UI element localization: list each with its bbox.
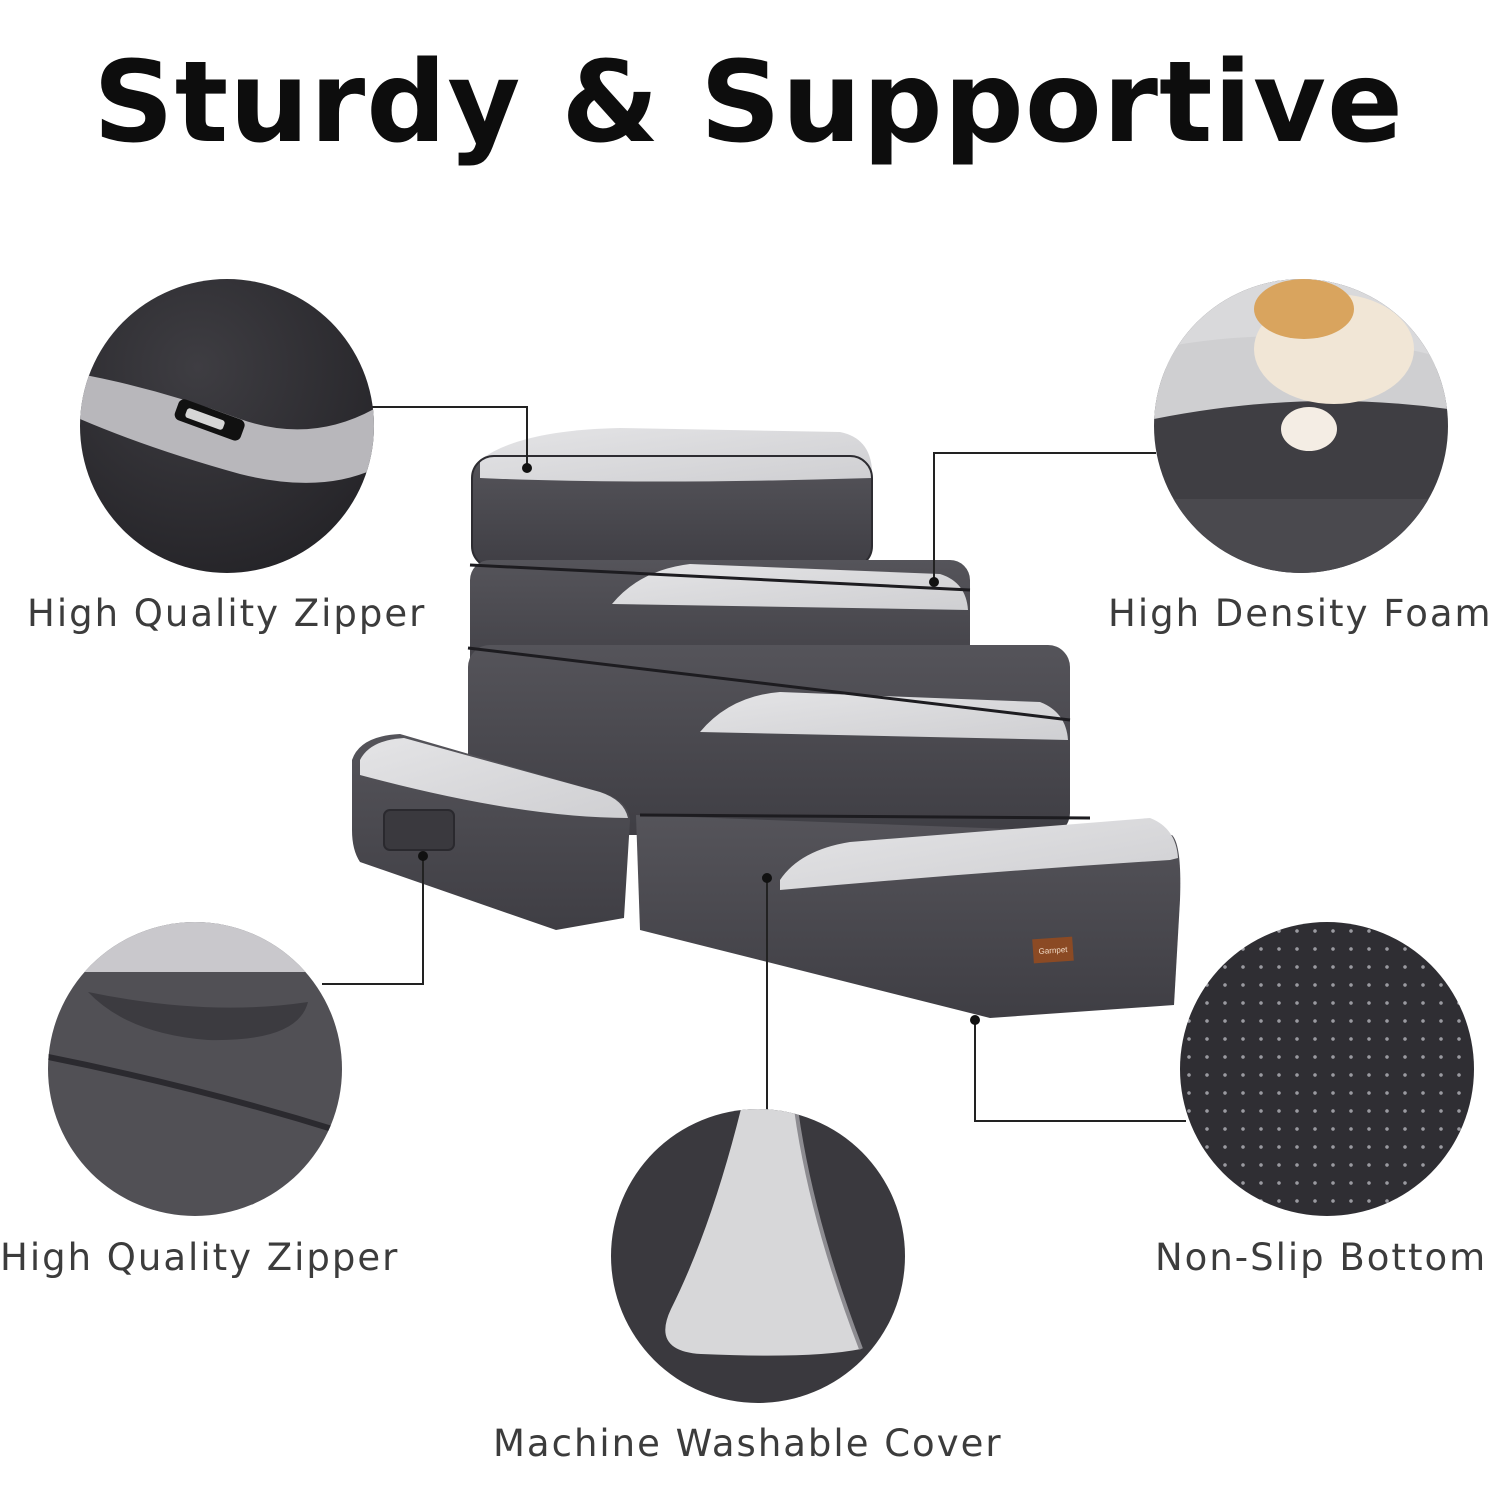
- brand-logo-tag: Garnpet: [1032, 936, 1074, 964]
- page-title: Sturdy & Supportive: [93, 38, 1404, 168]
- washable-cover-image: [611, 1109, 905, 1403]
- step-4: [636, 813, 1181, 1018]
- label-high-quality-zipper-top: High Quality Zipper: [27, 592, 427, 635]
- step-1: [471, 428, 873, 569]
- label-high-density-foam: High Density Foam: [1108, 592, 1493, 635]
- label-high-quality-zipper-bottom: High Quality Zipper: [0, 1236, 400, 1279]
- detached-block: [352, 734, 630, 930]
- zipper-detail-image: [80, 279, 374, 573]
- foam-detail-image: [1154, 279, 1448, 573]
- label-machine-washable-cover: Machine Washable Cover: [493, 1422, 1003, 1465]
- callout-lines: [322, 406, 1186, 1122]
- non-slip-bottom-image: [1180, 922, 1474, 1216]
- handle-detail-image: [48, 922, 342, 1216]
- step-3: [467, 645, 1071, 835]
- label-non-slip-bottom: Non-Slip Bottom: [1155, 1236, 1488, 1279]
- callout-dots: [418, 463, 980, 1025]
